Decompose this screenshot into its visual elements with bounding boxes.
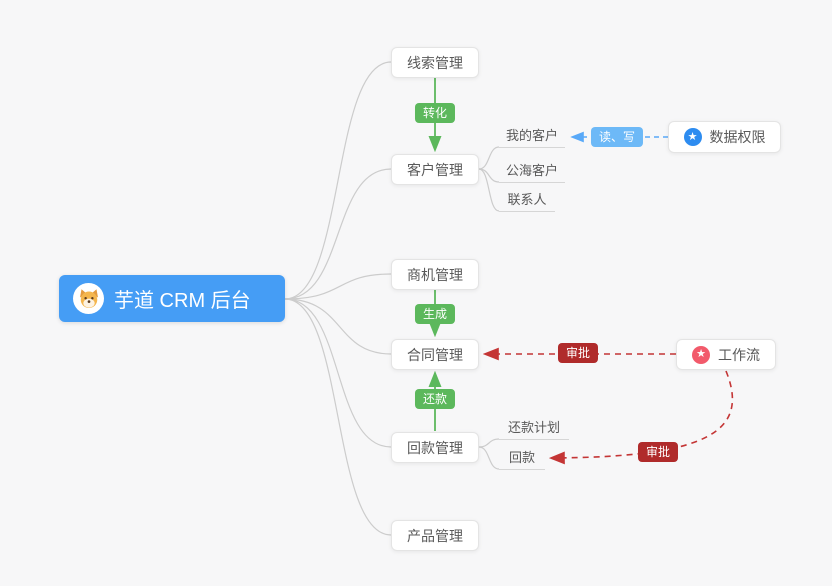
leaf-label: 联系人 — [507, 192, 547, 207]
leaf-public-customer[interactable]: 公海客户 — [499, 161, 565, 183]
leaf-repayment-plan[interactable]: 还款计划 — [499, 418, 569, 440]
badge-approve-receivable[interactable]: 审批 — [637, 442, 679, 463]
data-permission-star-icon: ★ — [683, 128, 702, 146]
node-label: 产品管理 — [407, 527, 463, 544]
leaf-my-customer[interactable]: 我的客户 — [499, 126, 565, 148]
node-label: 合同管理 — [407, 346, 463, 363]
leaf-label: 公海客户 — [505, 163, 558, 178]
root-node-crm[interactable]: 芋道 CRM 后台 — [59, 275, 285, 322]
node-product-management[interactable]: 产品管理 — [391, 520, 479, 551]
leaf-label: 回款 — [508, 450, 535, 465]
badge-generate[interactable]: 生成 — [414, 304, 456, 325]
badge-approve-contract[interactable]: 审批 — [557, 343, 599, 364]
node-label: 线索管理 — [407, 54, 463, 71]
root-node-label: 芋道 CRM 后台 — [114, 290, 251, 312]
badge-repay[interactable]: 还款 — [414, 389, 456, 410]
shiba-logo-icon — [73, 283, 104, 314]
node-label: 商机管理 — [407, 266, 463, 283]
leaf-label: 我的客户 — [505, 128, 558, 143]
leaf-contact[interactable]: 联系人 — [499, 190, 555, 212]
node-contract-management[interactable]: 合同管理 — [391, 339, 479, 370]
node-receivable-management[interactable]: 回款管理 — [391, 432, 479, 463]
node-business-management[interactable]: 商机管理 — [391, 259, 479, 290]
node-label: 工作流 — [718, 346, 760, 363]
node-label: 数据权限 — [709, 129, 766, 145]
node-label: 回款管理 — [407, 439, 463, 456]
node-data-permission[interactable]: ★ 数据权限 — [668, 121, 781, 153]
leaf-label: 还款计划 — [507, 420, 560, 435]
badge-read-write[interactable]: 读、写 — [590, 127, 644, 148]
node-customer-management[interactable]: 客户管理 — [391, 154, 479, 185]
node-clue-management[interactable]: 线索管理 — [391, 47, 479, 78]
workflow-star-icon: ★ — [692, 345, 710, 364]
node-label: 客户管理 — [407, 161, 463, 178]
badge-convert[interactable]: 转化 — [414, 103, 456, 124]
node-workflow[interactable]: ★ 工作流 — [676, 339, 776, 370]
leaf-repayment[interactable]: 回款 — [499, 448, 545, 470]
